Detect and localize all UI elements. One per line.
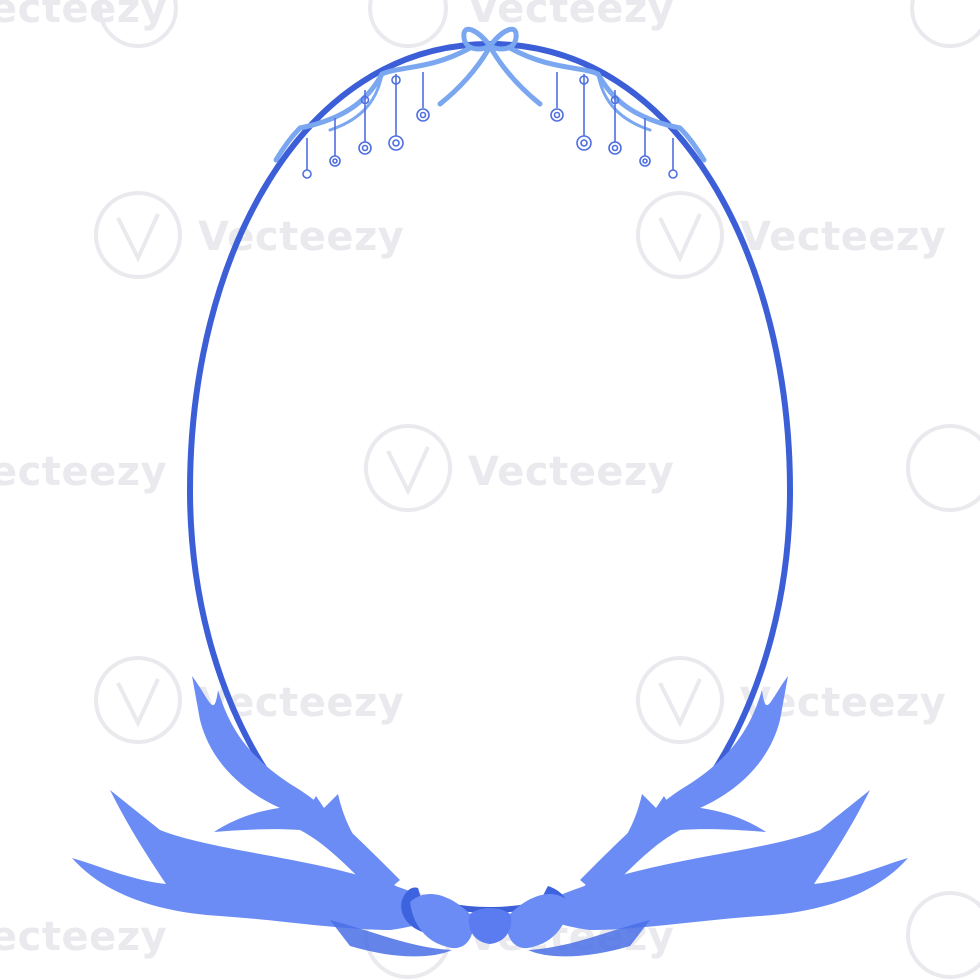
- ribbon-tail-right: [530, 790, 908, 930]
- bottom-ribbon-bow: [72, 676, 908, 957]
- top-bow-tail-right: [489, 47, 543, 107]
- vecteezy-v-logo-icon: [910, 0, 980, 48]
- bead-pendant-core: [553, 111, 561, 119]
- watermark-text: Vecteezy: [740, 214, 946, 260]
- top-bow-tail-left: [437, 47, 491, 107]
- vecteezy-v-logo-icon: [98, 0, 178, 48]
- bead-pendant-core: [392, 139, 400, 147]
- watermark-text: ecteezy: [0, 449, 167, 495]
- watermark-top-right: [910, 0, 980, 48]
- leaf-left-spikes: [214, 794, 400, 898]
- vecteezy-v-logo-icon: [94, 191, 182, 279]
- vecteezy-v-logo-icon: [368, 0, 448, 48]
- bead-pendant: [576, 135, 592, 151]
- top-bow-loop-left: [461, 26, 493, 52]
- bead-pendant: [302, 169, 312, 179]
- bead-pendant: [668, 169, 678, 179]
- bead-pendant-core: [361, 144, 369, 152]
- bead-pendant: [358, 141, 372, 155]
- hanging-beads: [302, 72, 678, 179]
- bow-knot: [468, 908, 512, 944]
- watermark-text: ecteezy: [0, 914, 167, 960]
- bow-loop-left-body: [410, 893, 474, 949]
- watermark-text: Vecteezy: [468, 0, 674, 32]
- bead-pendant-core: [611, 144, 619, 152]
- bead: [610, 95, 620, 105]
- watermark-row2-right: Vecteezy: [636, 191, 946, 279]
- ribbon-swag-right-edge: [596, 72, 652, 132]
- bead: [579, 75, 589, 85]
- vecteezy-v-logo-icon: [906, 424, 980, 512]
- watermark-row3-left: ecteezy: [0, 449, 167, 495]
- bead-pendant-core: [419, 111, 427, 119]
- bead-pendant: [329, 155, 341, 167]
- bead-pendant-core: [580, 139, 588, 147]
- watermark-top-left: ecteezy: [0, 0, 178, 48]
- bead-pendant: [639, 155, 651, 167]
- watermark-text: Vecteezy: [198, 214, 404, 260]
- watermark-bottom-right: [906, 891, 980, 979]
- watermark-bottom-left: ecteezy: [0, 914, 167, 960]
- vecteezy-v-logo-icon: [906, 891, 980, 979]
- watermark-row4-left: Vecteezy: [94, 656, 404, 744]
- vecteezy-v-logo-icon: [94, 656, 182, 744]
- vecteezy-v-logo-icon: [386, 446, 430, 496]
- bead-pendant: [388, 135, 404, 151]
- vecteezy-v-logo-icon: [658, 213, 702, 263]
- bead: [391, 75, 401, 85]
- ribbon-swag-left-edge: [328, 72, 384, 132]
- bead-pendant-core: [332, 158, 338, 164]
- vecteezy-v-logo-icon: [116, 213, 160, 263]
- vecteezy-v-logo-icon: [658, 678, 702, 728]
- watermark-row3-center: Vecteezy: [364, 424, 674, 512]
- vecteezy-v-logo-icon: [116, 678, 160, 728]
- ribbon-tail-left: [72, 790, 450, 930]
- vecteezy-v-logo-icon: [636, 656, 724, 744]
- watermark-text: ecteezy: [0, 0, 167, 32]
- watermark-text: Vecteezy: [468, 449, 674, 495]
- bow-loop-right-body: [506, 893, 570, 949]
- leaf-right-spikes: [580, 794, 766, 898]
- bow-shadow-right: [528, 920, 650, 957]
- bead: [360, 95, 370, 105]
- watermark-top-center: Vecteezy: [368, 0, 674, 48]
- vecteezy-v-logo-icon: [364, 424, 452, 512]
- vecteezy-v-logo-icon: [636, 191, 724, 279]
- top-bow-loop-right: [487, 26, 519, 52]
- watermark-row3-right: [906, 424, 980, 512]
- watermark-row4-right: Vecteezy: [636, 656, 946, 744]
- bead-pendant: [608, 141, 622, 155]
- bow-shadow-left: [330, 920, 452, 957]
- bead-pendant: [550, 108, 564, 122]
- bead-pendant: [416, 108, 430, 122]
- watermark-row2-left: Vecteezy: [94, 191, 404, 279]
- bead-pendant-core: [642, 158, 648, 164]
